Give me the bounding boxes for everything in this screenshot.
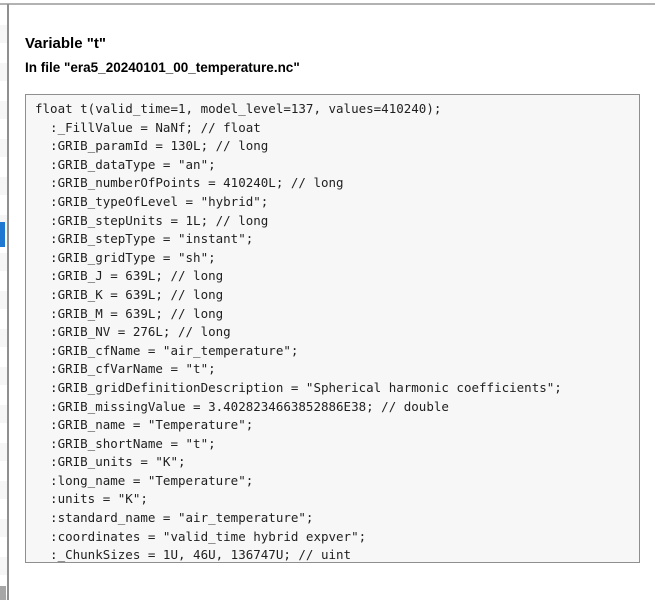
panel-divider: [7, 4, 9, 600]
ncdump-variable-listing: float t(valid_time=1, model_level=137, v…: [35, 101, 562, 563]
top-divider: [0, 3, 655, 5]
variable-metadata-panel: float t(valid_time=1, model_level=137, v…: [25, 94, 640, 563]
selected-item-indicator[interactable]: [0, 222, 5, 247]
page-title: Variable "t": [25, 35, 106, 52]
left-panel-scrollbar-fragment: [0, 586, 6, 600]
file-subtitle: In file "era5_20240101_00_temperature.nc…: [25, 60, 300, 75]
main-content: Variable "t" In file "era5_20240101_00_t…: [9, 5, 655, 600]
left-panel-edge: [0, 5, 7, 600]
